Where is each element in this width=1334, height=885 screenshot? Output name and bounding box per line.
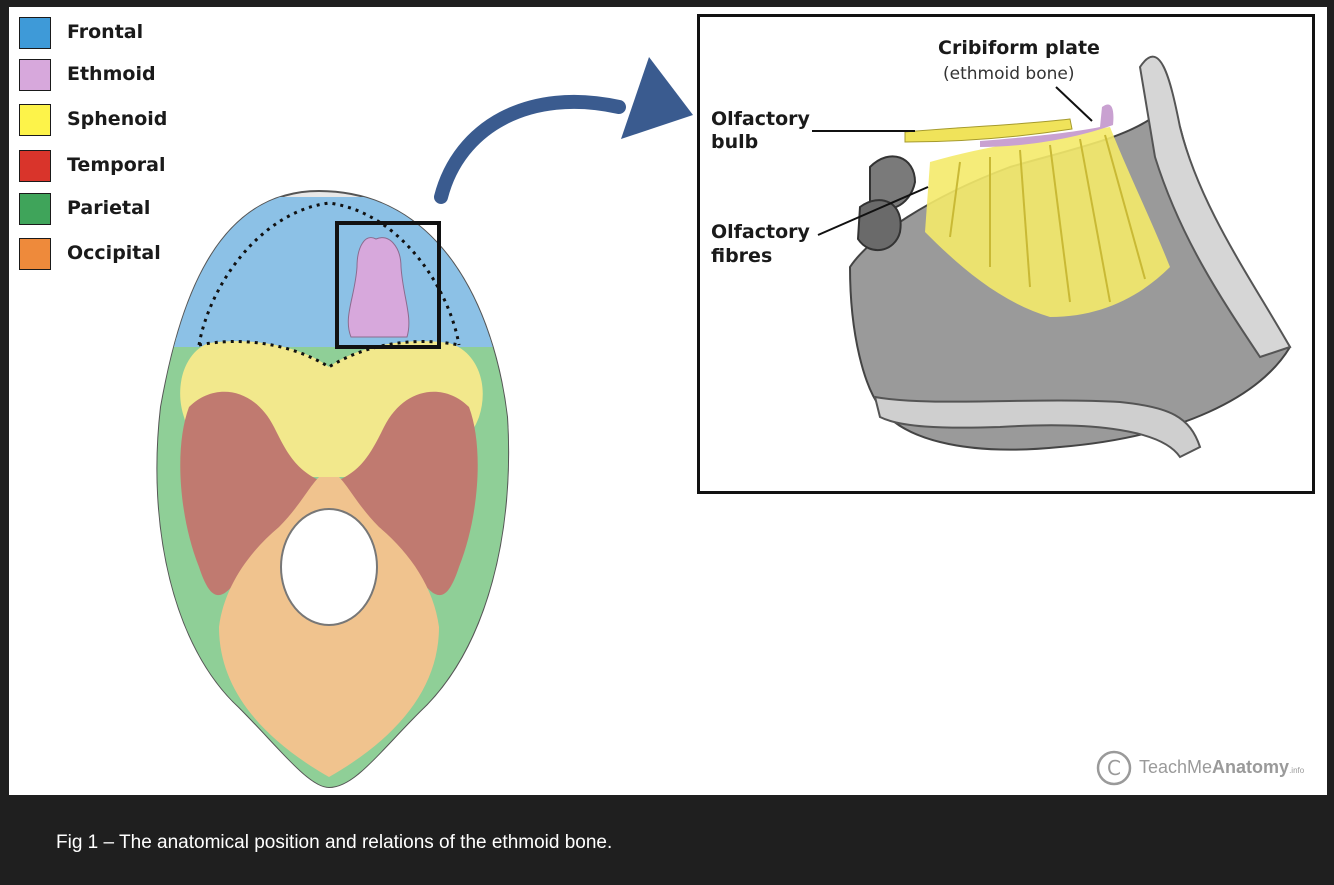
teachmeanatomy-watermark: C TeachMeAnatomy.info [1095, 750, 1315, 786]
cribriform-plate-title: Cribiform plate [938, 37, 1100, 59]
olfactory-inset: Cribiform plate (ethmoid bone) Olfactory… [697, 14, 1315, 494]
ethmoid-swatch [19, 59, 51, 91]
frontal-swatch [19, 17, 51, 49]
brand-bold: Anatomy [1212, 757, 1290, 777]
curved-arrow-icon [434, 57, 693, 204]
legend-label-parietal: Parietal [67, 197, 151, 219]
brand-light: TeachMe [1139, 757, 1213, 777]
copyright-icon: C [1096, 750, 1132, 786]
copyright-symbol: C [1107, 756, 1121, 780]
olfactory-fibres-label-line1: Olfactory [711, 221, 810, 243]
figure-panel: Frontal Ethmoid Sphenoid Temporal Pariet… [9, 7, 1327, 795]
legend-label-temporal: Temporal [67, 154, 166, 176]
nasal-cavity-illustration [812, 55, 1292, 459]
olfactory-bulb-label-line1: Olfactory [711, 108, 810, 130]
olfactory-bulb-label-line2: bulb [711, 131, 759, 153]
legend-label-sphenoid: Sphenoid [67, 108, 168, 130]
cribriform-plate-subtitle: (ethmoid bone) [943, 64, 1075, 84]
occipital-swatch [19, 238, 51, 270]
legend-label-frontal: Frontal [67, 21, 144, 43]
legend-label-occipital: Occipital [67, 242, 161, 264]
figure-caption: Fig 1 – The anatomical position and rela… [56, 832, 613, 853]
parietal-swatch [19, 193, 51, 225]
temporal-swatch [19, 150, 51, 182]
sphenoid-swatch [19, 104, 51, 136]
olfactory-fibres-label-line2: fibres [711, 245, 773, 267]
skull-base-illustration [156, 189, 510, 789]
legend-label-ethmoid: Ethmoid [67, 63, 156, 85]
brand-suffix: .info [1289, 766, 1305, 775]
